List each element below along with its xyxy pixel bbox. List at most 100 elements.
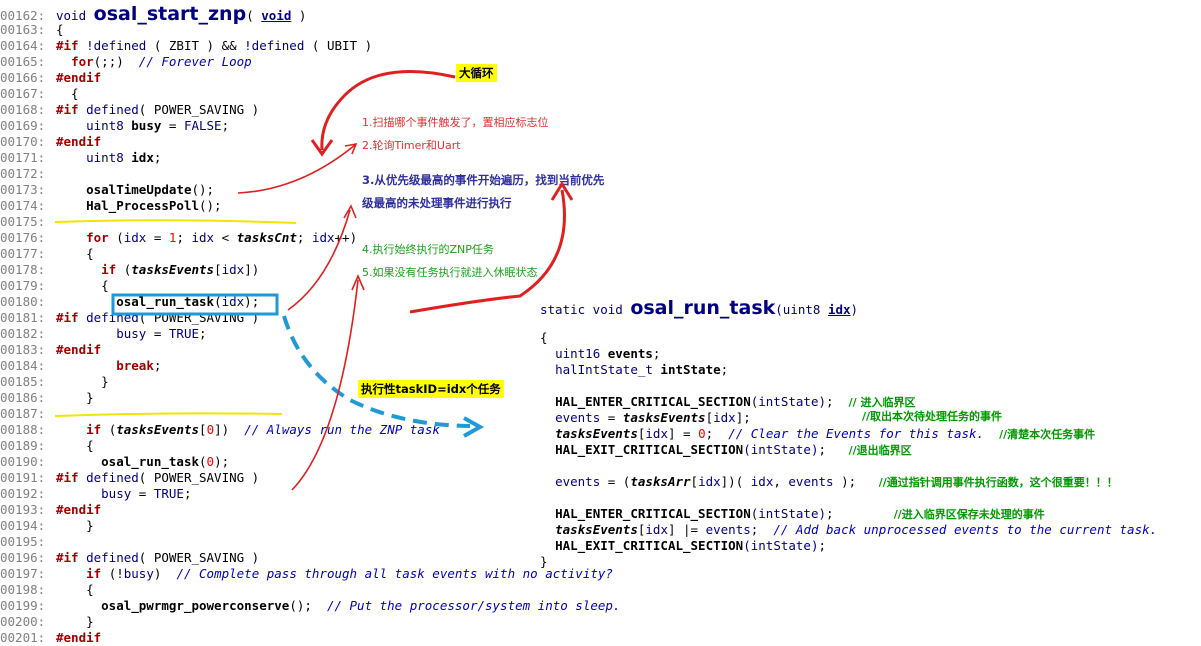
code-line: static void osal_run_task(uint8 idx) — [540, 299, 858, 318]
code-token: events — [607, 346, 653, 361]
run-task-highlight-box — [111, 293, 279, 316]
code-line: halIntState_t intState; — [540, 362, 728, 378]
code-token: !defined — [244, 38, 312, 53]
code-line: tasksEvents[idx] |= events; // Add back … — [540, 522, 1157, 538]
code-token: ( POWER_SAVING ) — [138, 470, 260, 485]
code-token: ]) — [214, 422, 245, 437]
line-number: 00191: — [0, 470, 46, 485]
code-line: 00177: { — [0, 246, 94, 262]
code-token: idx — [645, 426, 668, 441]
code-line: 00186: } — [0, 390, 94, 406]
code-token: defined — [78, 470, 139, 485]
code-token: [ — [637, 426, 646, 441]
code-token: { — [56, 86, 79, 101]
code-token: idx — [827, 302, 851, 317]
code-token: = ( — [600, 474, 631, 489]
code-token: //退出临界区 — [848, 444, 912, 457]
code-token: ( POWER_SAVING ) — [138, 102, 260, 117]
code-token: #endif — [56, 502, 102, 517]
code-token: [ — [214, 262, 222, 277]
code-line: 00196:#if defined( POWER_SAVING ) — [0, 550, 259, 566]
line-number: 00190: — [0, 454, 46, 469]
code-token: events — [555, 474, 601, 489]
code-token: = — [600, 410, 623, 425]
code-token: (intState) — [743, 442, 819, 457]
code-line: 00182: busy = TRUE; — [0, 326, 207, 342]
code-token: (;;) — [93, 54, 139, 69]
code-line: 00187: — [0, 406, 56, 422]
code-token: defined — [78, 550, 139, 565]
code-token: ; — [705, 426, 729, 441]
code-token: // 进入临界区 — [848, 396, 916, 409]
line-number: 00184: — [0, 358, 46, 373]
code-line: { — [540, 330, 548, 346]
code-token: ) — [291, 8, 307, 23]
code-token: #if — [56, 102, 79, 117]
code-token: // Put the processor/system into sleep. — [326, 598, 621, 613]
code-token: events — [705, 522, 751, 537]
code-line: 00193: #endif — [0, 502, 101, 518]
note-sleep: 5.如果没有任务执行就进入休眠状态 — [362, 266, 538, 279]
code-token: ]; — [735, 410, 751, 425]
code-token: ( POWER_SAVING ) — [138, 550, 260, 565]
code-token: ( — [199, 454, 207, 469]
line-number: 00192: — [0, 486, 46, 501]
line-number: 00166: — [0, 70, 46, 85]
code-token: ]) — [244, 262, 260, 277]
line-number: 00182: — [0, 326, 46, 341]
code-token: idx — [131, 150, 154, 165]
code-token: busy — [131, 118, 162, 133]
code-token: HAL_EXIT_CRITICAL_SECTION — [555, 442, 744, 457]
code-line: 00200: } — [0, 614, 94, 630]
code-token: ++) — [334, 230, 358, 245]
line-number: 00173: — [0, 182, 46, 197]
code-token: Hal_ProcessPoll — [86, 198, 199, 213]
code-token: HAL_EXIT_CRITICAL_SECTION — [555, 538, 744, 553]
code-token: (intState) — [743, 538, 819, 553]
code-token: ; — [176, 230, 192, 245]
code-token: (uint8 — [775, 302, 828, 317]
code-token: ( — [246, 8, 262, 23]
code-token: [ — [705, 410, 714, 425]
line-number: 00198: — [0, 582, 46, 597]
code-token: #endif — [56, 134, 102, 149]
task-exec-tag: 执行性taskID=idx个任务 — [358, 380, 504, 398]
code-line: HAL_ENTER_CRITICAL_SECTION(intState); //… — [540, 506, 1045, 522]
code-token: idx — [221, 294, 245, 309]
code-token: ( — [116, 262, 132, 277]
code-token: { — [56, 22, 64, 37]
code-token: HAL_ENTER_CRITICAL_SECTION — [555, 506, 751, 521]
code-token: idx — [645, 522, 668, 537]
code-token: (); — [289, 598, 327, 613]
code-token: idx — [698, 474, 721, 489]
code-token: defined — [78, 102, 139, 117]
code-token: ; — [153, 358, 162, 373]
line-number: 00193: — [0, 502, 46, 517]
code-token: break — [116, 358, 154, 373]
code-line: 00178: if (tasksEvents[idx]) — [0, 262, 259, 278]
code-token: // Always run the ZNP task — [244, 422, 440, 437]
line-number: 00189: — [0, 438, 46, 453]
code-token: = — [131, 486, 154, 501]
code-token: busy — [123, 566, 154, 581]
code-token: } — [56, 518, 94, 533]
line-number: 00174: — [0, 198, 46, 213]
code-token: #if — [56, 470, 79, 485]
code-line: 00194: } — [0, 518, 94, 534]
code-line: 00183:#endif — [0, 342, 101, 358]
code-line: HAL_EXIT_CRITICAL_SECTION(intState); — [540, 538, 826, 554]
code-line: 00176: for (idx = 1; idx < tasksCnt; idx… — [0, 230, 357, 246]
code-token: idx — [191, 230, 215, 245]
code-token: ; — [818, 442, 849, 457]
code-token: } — [56, 374, 109, 389]
code-line: 00171: uint8 idx; — [0, 150, 161, 166]
code-token: 0 — [206, 454, 215, 469]
code-token: ); — [244, 294, 260, 309]
line-number: 00170: — [0, 134, 46, 149]
code-line: HAL_ENTER_CRITICAL_SECTION(intState); //… — [540, 394, 915, 410]
code-line: 00198: { — [0, 582, 94, 598]
code-token: ; — [826, 506, 894, 521]
code-line: 00191: #if defined( POWER_SAVING ) — [0, 470, 259, 486]
code-token: #if — [56, 38, 79, 53]
